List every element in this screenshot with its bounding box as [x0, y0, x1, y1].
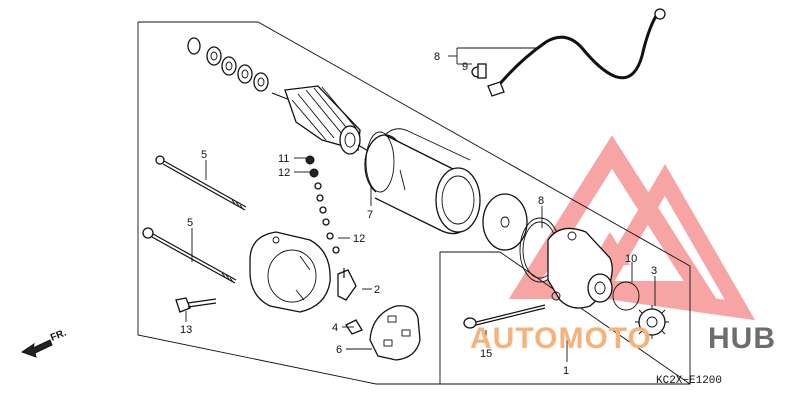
leader-lines [185, 47, 656, 362]
o-ring-11 [612, 281, 640, 311]
arrow-left-icon [20, 339, 53, 358]
label-6: 6 [336, 344, 342, 356]
front-cover [547, 227, 613, 309]
direction-label: FR. [49, 327, 68, 343]
armature [271, 85, 371, 155]
nut-washer-stack [305, 155, 340, 254]
label-15: 15 [480, 348, 492, 360]
label-12-a: 11 [278, 153, 289, 165]
brush-holder [337, 268, 357, 301]
label-3: 3 [651, 265, 657, 277]
o-ring-7 [365, 131, 395, 193]
label-1: 1 [563, 365, 569, 377]
label-11: 10 [625, 253, 637, 265]
label-13: 12 [353, 233, 365, 245]
starter-cable [487, 8, 666, 97]
watermark-word-right: HUB [708, 322, 776, 355]
label-7: 7 [367, 209, 373, 221]
rear-cover [249, 231, 331, 313]
label-5-upper: 5 [201, 149, 207, 161]
label-14: 13 [180, 324, 192, 336]
insulator-plate [482, 193, 528, 251]
part-labels: 8 9 5 5 11 12 12 2 4 6 7 8 1 10 3 13 15 [180, 51, 657, 377]
washer-stack [187, 37, 269, 92]
bolt-14 [175, 297, 217, 313]
bolt-5-upper [155, 155, 247, 211]
bolt-5-lower [142, 227, 237, 284]
pinion-gear [635, 305, 669, 339]
watermark-word-left: AUTOMOTO [470, 322, 652, 355]
bolt-15 [463, 304, 546, 329]
label-4: 4 [332, 322, 338, 334]
front-direction-indicator: FR. [20, 327, 68, 358]
nut-10 [471, 63, 487, 79]
label-9: 8 [434, 51, 440, 63]
watermark-wordmark: AUTOMOTO HUB [470, 322, 776, 355]
brush-plate [369, 305, 421, 361]
label-5-lower: 5 [187, 217, 193, 229]
figure-code: KC2X−E1200 [656, 375, 722, 387]
label-2: 2 [374, 284, 380, 296]
label-8: 8 [538, 195, 544, 207]
label-10: 9 [462, 61, 468, 73]
assembly-outline [137, 21, 691, 385]
label-12-b: 12 [278, 167, 290, 179]
motor-case [364, 128, 481, 235]
